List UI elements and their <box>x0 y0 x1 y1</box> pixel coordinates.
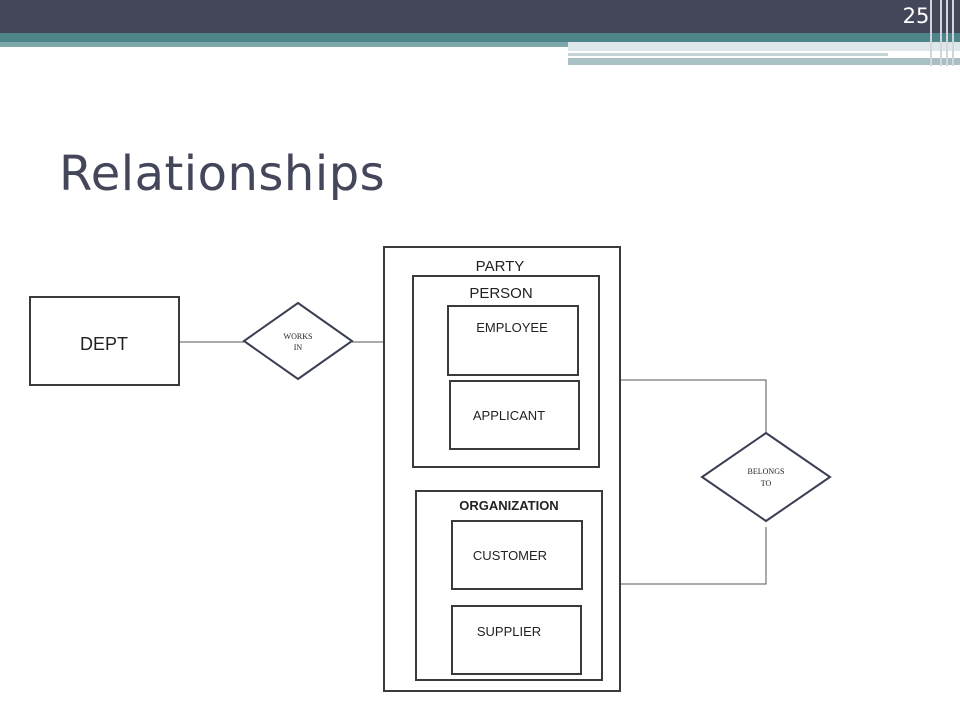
relationship-belongs-to[interactable] <box>700 431 832 523</box>
entity-applicant-label: APPLICANT <box>473 408 545 423</box>
relationship-belongs-to-label-2: TO <box>761 479 772 488</box>
entity-party-label: PARTY <box>476 258 525 275</box>
header-accent-right-thin <box>568 53 888 56</box>
header-accent-stripe-light <box>0 42 570 47</box>
header-divider <box>940 0 942 66</box>
connector-belongs-to-organization <box>602 527 767 585</box>
entity-employee[interactable] <box>447 305 579 376</box>
header-divider <box>946 0 948 66</box>
relationship-works-in-label-1: WORKS <box>284 332 313 341</box>
entity-dept-label: DEPT <box>80 334 128 354</box>
header-divider <box>930 0 932 66</box>
connector-person-belongs-to <box>598 379 767 433</box>
header-bar <box>0 0 960 33</box>
entity-customer-label: CUSTOMER <box>473 548 547 563</box>
entity-organization-label: ORGANIZATION <box>459 498 558 513</box>
entity-supplier[interactable] <box>451 605 582 675</box>
slide-number: 25 <box>902 4 930 28</box>
relationship-belongs-to-label-1: BELONGS <box>748 467 785 476</box>
relationship-works-in-label-2: IN <box>294 343 303 352</box>
header-accent-right-lower <box>568 58 960 65</box>
entity-dept[interactable] <box>29 296 180 386</box>
header-divider <box>952 0 954 66</box>
entity-supplier-label: SUPPLIER <box>477 624 541 639</box>
entity-customer[interactable] <box>451 520 583 590</box>
relationship-works-in[interactable] <box>242 301 354 381</box>
entity-applicant[interactable] <box>449 380 580 450</box>
entity-person-label: PERSON <box>469 285 532 302</box>
header-accent-stripe <box>0 33 960 42</box>
header-accent-right <box>568 42 960 51</box>
entity-employee-label: EMPLOYEE <box>476 320 548 335</box>
slide-title: Relationships <box>59 146 386 202</box>
